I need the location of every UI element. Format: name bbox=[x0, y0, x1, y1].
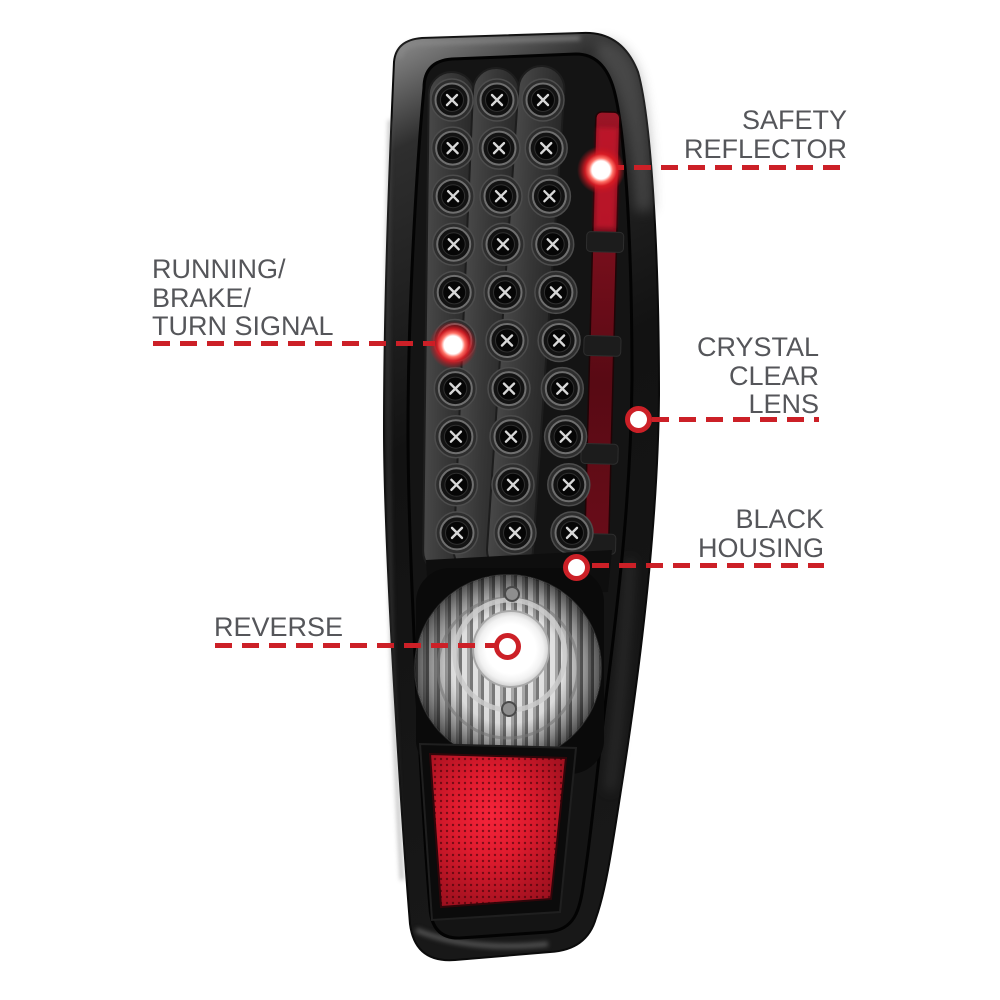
led bbox=[524, 126, 568, 170]
screw-icon bbox=[501, 701, 517, 717]
callout-dot-reverse bbox=[494, 633, 521, 660]
callout-dot-black-housing bbox=[563, 554, 590, 581]
led bbox=[434, 463, 479, 507]
bottom-reflector bbox=[418, 742, 578, 922]
led bbox=[432, 270, 476, 315]
callout-line-black-housing bbox=[592, 563, 824, 568]
led bbox=[435, 511, 479, 555]
led bbox=[489, 414, 533, 459]
led bbox=[527, 174, 572, 218]
callout-dot-running-brake-turn-signal bbox=[429, 321, 477, 369]
callout-dot-safety-reflector bbox=[577, 146, 625, 194]
led bbox=[543, 414, 588, 459]
reverse-light bbox=[414, 568, 604, 774]
label-black-housing: BLACK HOUSING bbox=[697, 504, 824, 563]
callout-line-safety-reflector bbox=[607, 165, 847, 170]
led bbox=[433, 366, 478, 411]
label-running-brake-turn-signal: RUNNING/ BRAKE/ TURN SIGNAL bbox=[152, 254, 334, 341]
label-reverse: REVERSE bbox=[214, 612, 344, 642]
led bbox=[540, 366, 585, 411]
led bbox=[534, 270, 578, 315]
led bbox=[550, 511, 594, 555]
led bbox=[431, 222, 476, 267]
led bbox=[493, 511, 537, 555]
led bbox=[547, 463, 591, 507]
led-grid bbox=[430, 78, 594, 555]
led bbox=[431, 174, 475, 218]
led bbox=[483, 270, 527, 315]
callout-dot-crystal-clear-lens bbox=[625, 406, 652, 433]
led bbox=[487, 366, 531, 411]
led bbox=[537, 318, 581, 363]
led bbox=[530, 222, 575, 267]
led bbox=[485, 318, 529, 363]
callout-line-crystal-clear-lens bbox=[652, 417, 819, 422]
led bbox=[475, 78, 519, 122]
led bbox=[491, 463, 535, 507]
led bbox=[477, 126, 521, 170]
screw-icon bbox=[504, 586, 520, 602]
led bbox=[430, 78, 474, 122]
led bbox=[481, 222, 525, 267]
label-safety-reflector: SAFETY REFLECTOR bbox=[683, 105, 847, 164]
led bbox=[521, 78, 565, 122]
callout-line-reverse bbox=[215, 643, 495, 648]
tail-light-illustration bbox=[382, 31, 661, 962]
led bbox=[434, 414, 478, 459]
label-crystal-clear-lens: CRYSTAL CLEAR LENS bbox=[696, 332, 819, 419]
led bbox=[430, 126, 475, 170]
callout-line-running-brake-turn-signal bbox=[153, 341, 435, 346]
led bbox=[479, 174, 523, 218]
